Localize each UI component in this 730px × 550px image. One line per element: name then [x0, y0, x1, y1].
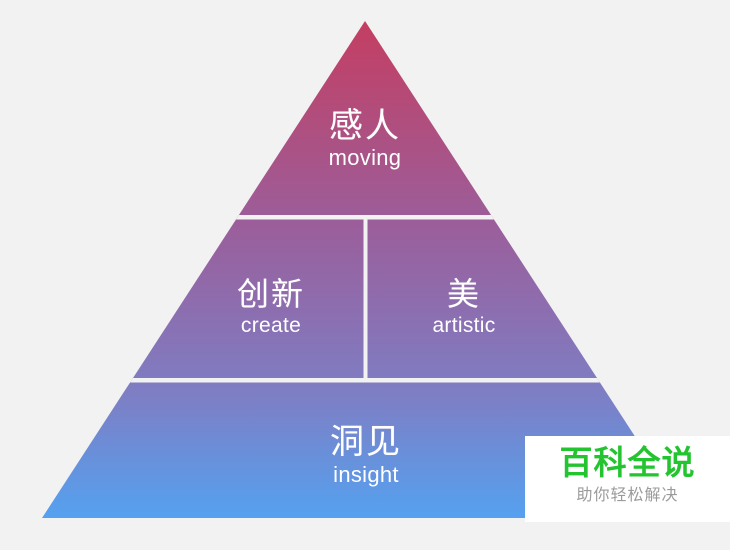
watermark-tagline: 助你轻松解决 — [576, 486, 679, 504]
watermark-card: 百科全说 助你轻松解决 — [525, 436, 730, 522]
watermark-brand: 百科全说 — [559, 444, 696, 481]
divider-tier2-tier3 — [42, 378, 688, 383]
divider-tier1-tier2 — [42, 215, 688, 220]
divider-create-artistic — [363, 219, 368, 378]
